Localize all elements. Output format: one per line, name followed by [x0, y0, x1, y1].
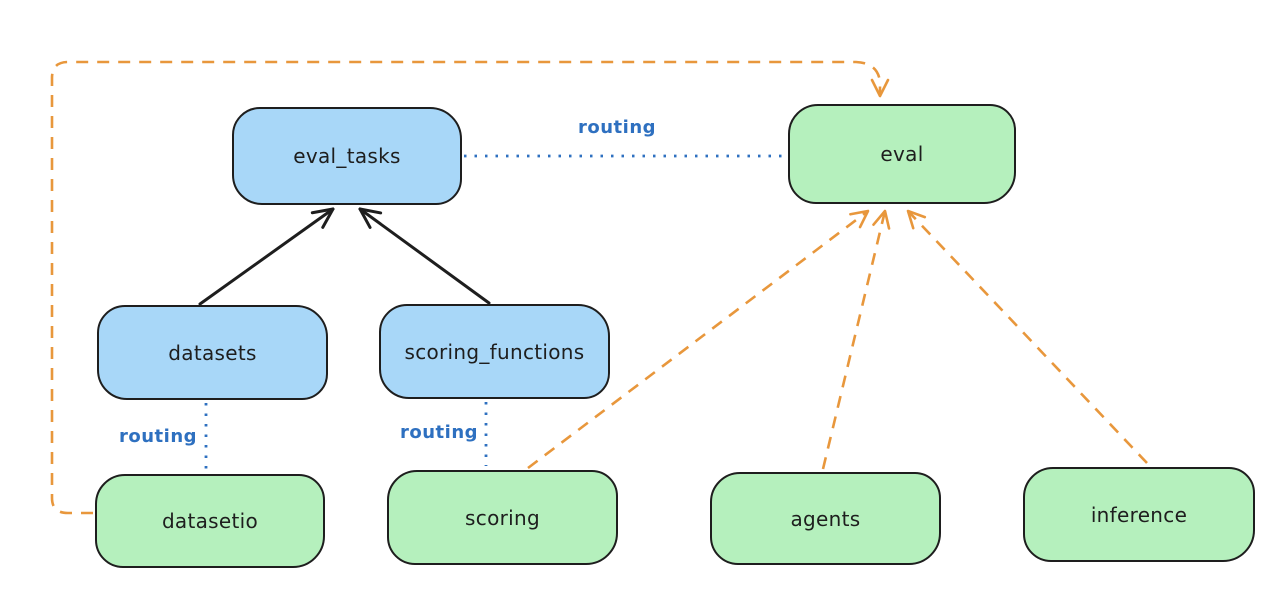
node-agents-label: agents: [790, 506, 861, 531]
node-eval-tasks: eval_tasks: [232, 107, 462, 205]
node-scoring: scoring: [387, 470, 618, 565]
node-agents: agents: [710, 472, 941, 565]
node-datasetio-label: datasetio: [161, 509, 259, 533]
node-eval: eval: [788, 104, 1016, 204]
node-inference: inference: [1023, 467, 1255, 562]
edge-agents-to-eval: [821, 209, 891, 470]
edge-scoring-to-eval: [527, 209, 870, 470]
edge-inference-to-eval: [906, 209, 1148, 464]
node-eval-tasks-label: eval_tasks: [293, 144, 401, 168]
edge-label-routing-scoring-functions-scoring: routing: [400, 422, 479, 443]
node-scoring-functions-label: scoring_functions: [404, 339, 585, 364]
node-scoring-functions: scoring_functions: [379, 304, 610, 399]
node-datasets-label: datasets: [168, 340, 257, 365]
edge-datasetio-to-eval: [50, 60, 890, 515]
edge-scoring-functions-to-eval-tasks: [358, 207, 491, 305]
node-datasets: datasets: [97, 305, 328, 400]
edge-datasets-to-eval-tasks: [198, 207, 335, 306]
edge-label-routing-datasets-datasetio: routing: [119, 426, 198, 447]
node-eval-label: eval: [880, 142, 924, 166]
node-datasetio: datasetio: [95, 474, 325, 568]
edge-label-routing-eval-tasks-eval: routing: [578, 117, 657, 138]
node-scoring-label: scoring: [465, 505, 540, 530]
node-inference-label: inference: [1090, 502, 1188, 527]
